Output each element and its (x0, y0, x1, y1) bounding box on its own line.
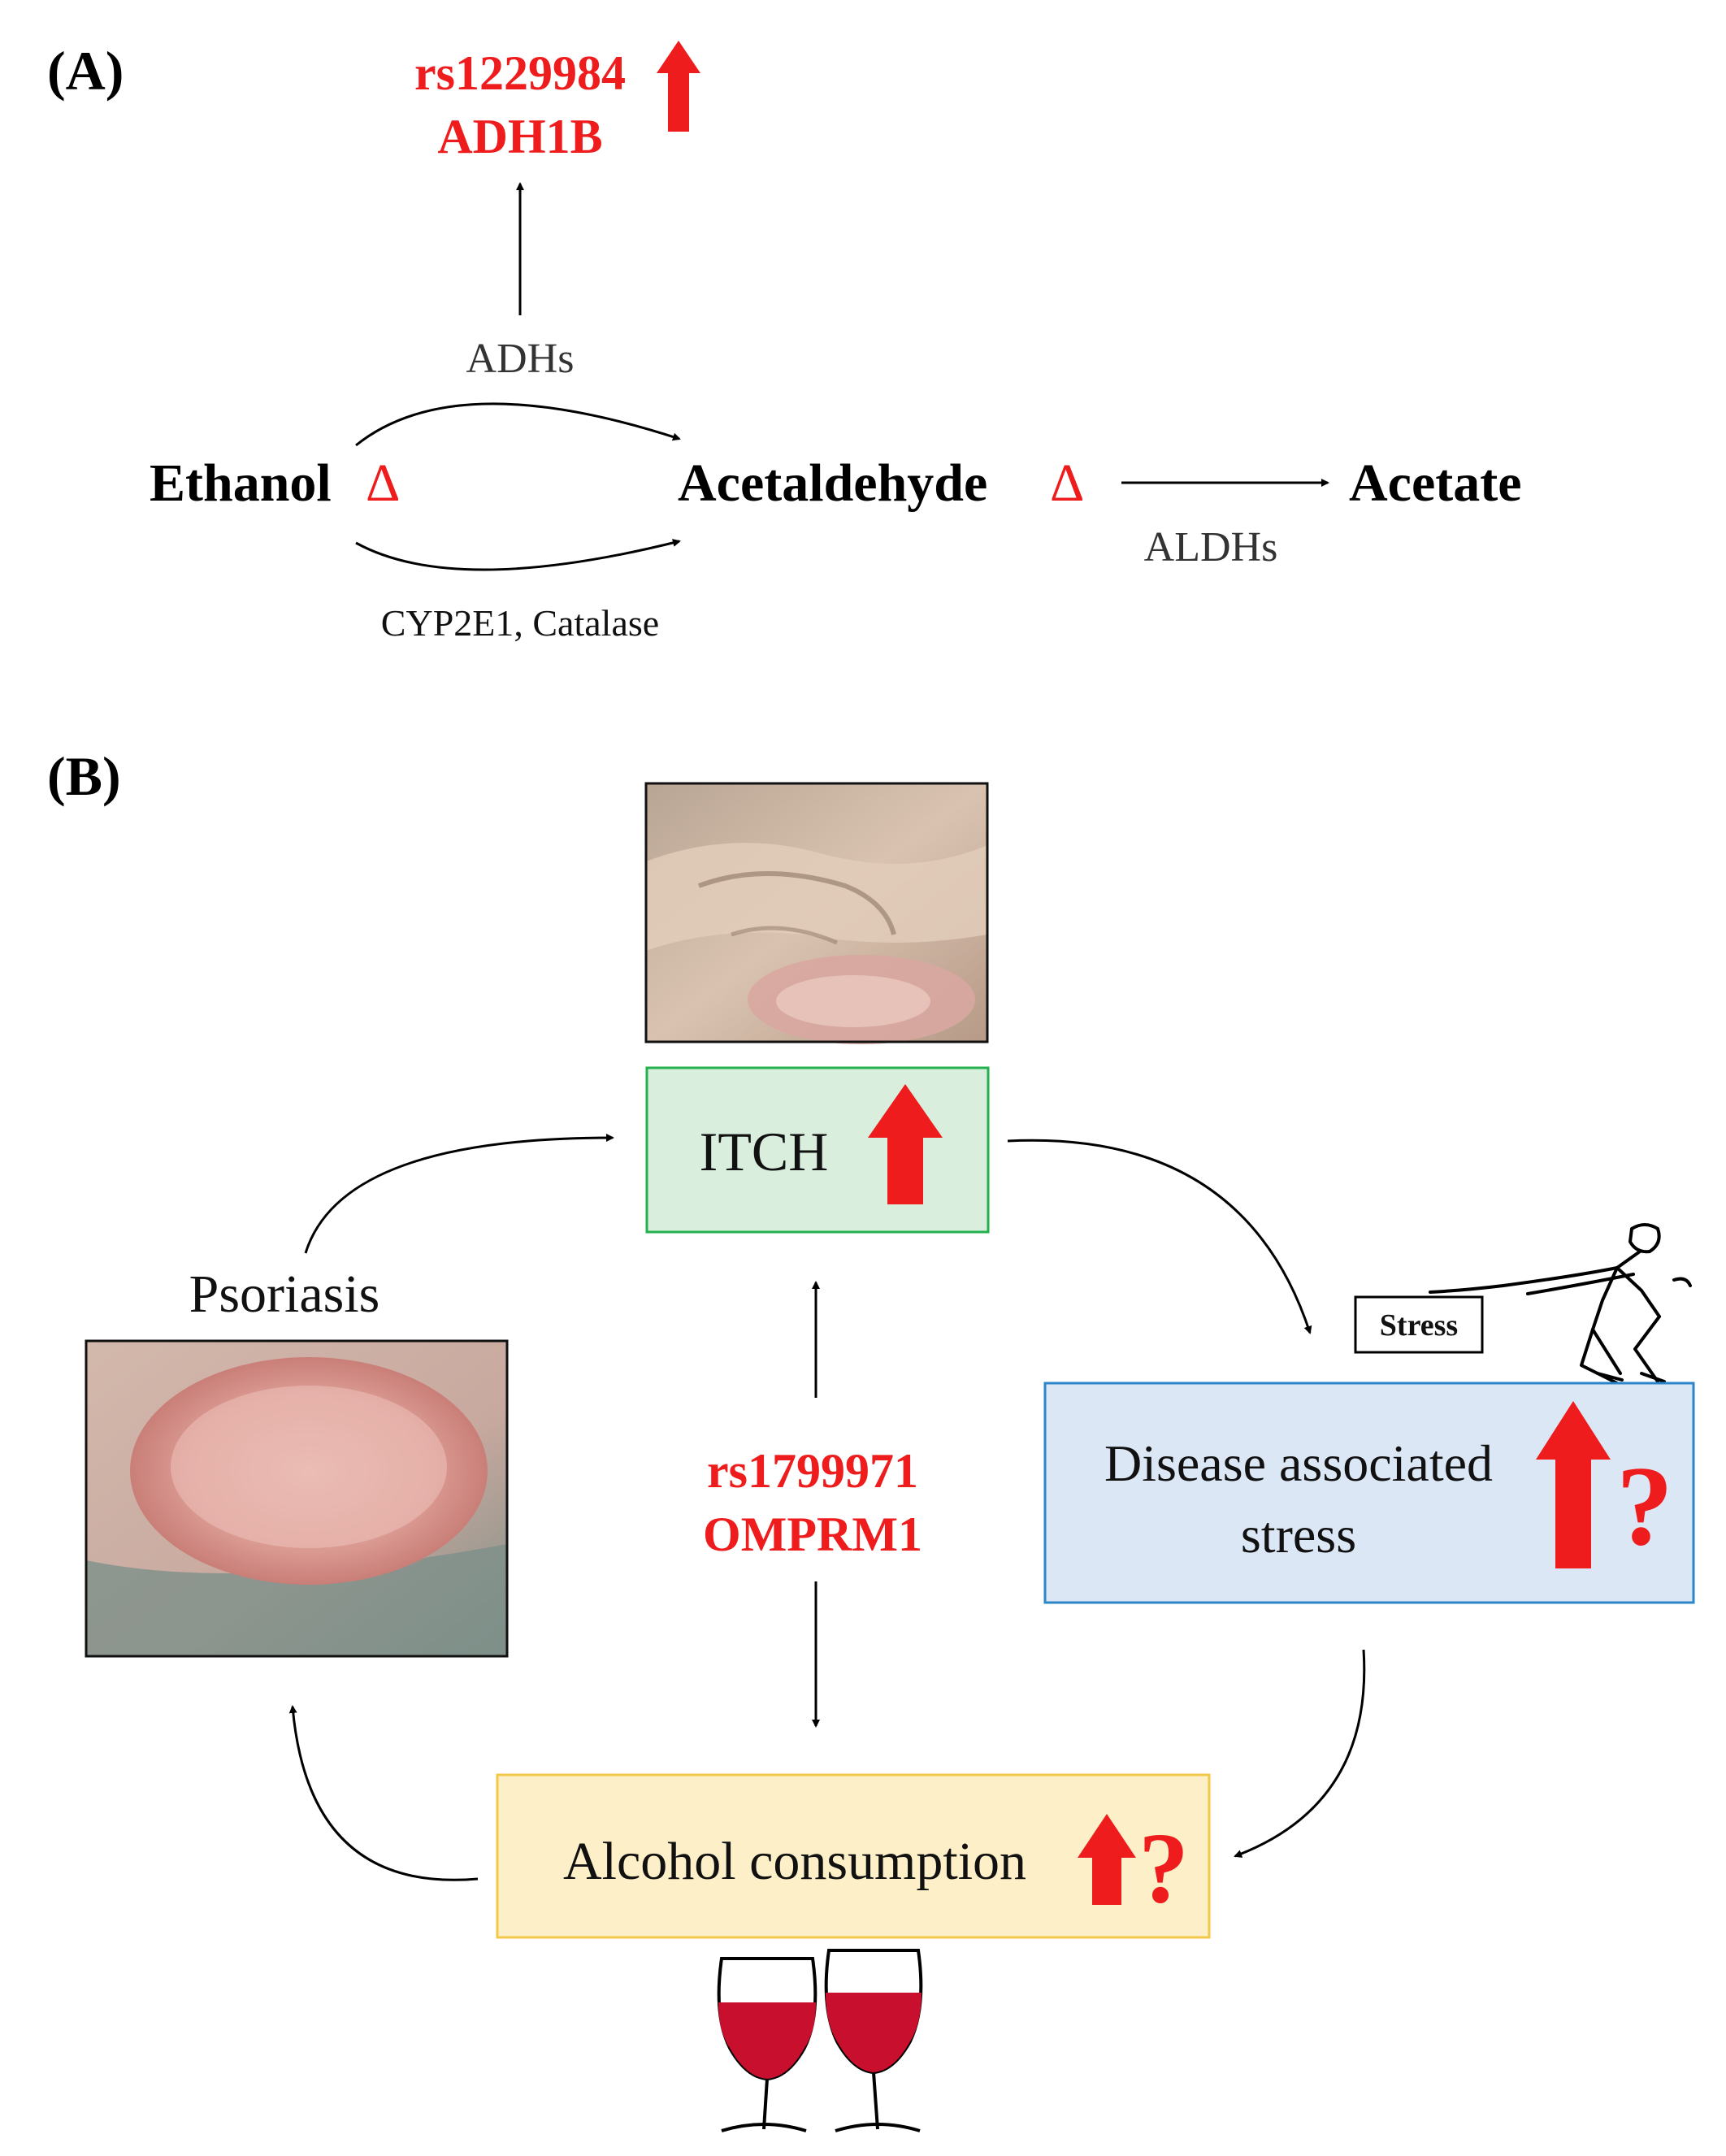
ethanol-to-acetaldehyde-bottom-arrow (355, 539, 681, 571)
stick-figure-icon (1429, 1223, 1692, 1385)
stress-sign-label: Stress (1380, 1308, 1458, 1343)
snp-label-a: rs1229984 (414, 46, 626, 100)
snp-label-b: rs1799971 (707, 1444, 918, 1498)
itch-to-stress-arrow (1007, 1139, 1312, 1334)
up-arrow-icon (1078, 1814, 1136, 1905)
ethanol-label: Ethanol (150, 453, 332, 513)
stress-to-alcohol-arrow (1234, 1649, 1366, 1858)
stress-question-mark: ? (1616, 1443, 1673, 1569)
wine-glass-icon (824, 1949, 923, 2132)
up-arrow-icon (657, 41, 700, 132)
alcohol-label: Alcohol consumption (563, 1832, 1026, 1891)
acetate-label: Acetate (1349, 453, 1522, 513)
stress-box (1043, 1382, 1695, 1604)
panel-b-label: (B) (47, 745, 121, 807)
gene-label-a: ADH1B (437, 110, 602, 163)
gene-label-b: OMPRM1 (703, 1507, 922, 1561)
alcohol-question-mark: ? (1138, 1812, 1189, 1924)
panel-a-label: (A) (47, 40, 124, 102)
alcohol-to-psoriasis-arrow (288, 1705, 479, 1881)
wine-glass-icon (717, 1957, 817, 2132)
psoriasis-label: Psoriasis (189, 1265, 380, 1324)
ethanol-to-acetaldehyde-top-arrow (355, 402, 681, 447)
enzyme-top-label: ADHs (466, 336, 575, 382)
itch-label: ITCH (700, 1121, 829, 1182)
psoriasis-to-itch-arrow (304, 1134, 614, 1254)
up-arrow-icon (868, 1084, 943, 1204)
psoriasis-photo (85, 1339, 509, 1658)
acetaldehyde-delta: Δ (1050, 453, 1084, 513)
stress-label-line1: Disease associated (1104, 1434, 1493, 1492)
acetaldehyde-label: Acetaldehyde (678, 453, 987, 513)
stress-sign (1354, 1295, 1484, 1354)
itch-box (645, 1066, 990, 1234)
up-arrow-icon (1536, 1401, 1611, 1568)
itch-photo (644, 782, 989, 1044)
stress-label-line2: stress (1241, 1506, 1356, 1564)
enzyme-bottom-label: CYP2E1, Catalase (381, 602, 659, 644)
enzyme-right-label: ALDHs (1144, 524, 1278, 570)
ethanol-delta: Δ (366, 453, 400, 513)
